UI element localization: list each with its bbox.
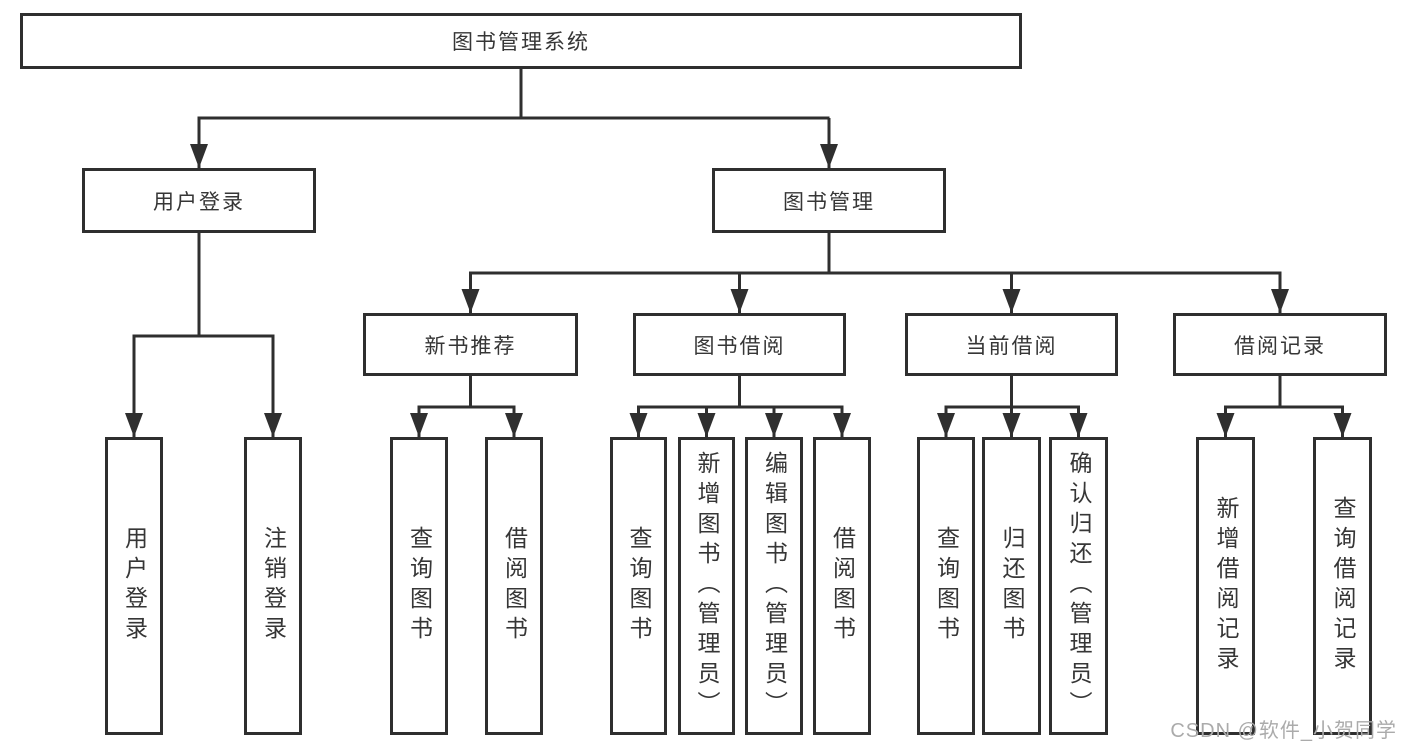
leaf-label: 查询图书 (933, 526, 960, 646)
node-label: 图书管理系统 (452, 31, 590, 54)
node-user-login: 用户登录 (82, 168, 316, 233)
leaf-label: 查询图书 (626, 526, 652, 646)
node-label: 借阅记录 (1234, 334, 1326, 358)
node-book-management: 图书管理 (712, 168, 946, 233)
leaf-edit-books-admin: 编辑图书（管理员） (745, 437, 803, 735)
leaf-label: 新增借阅记录 (1213, 496, 1239, 676)
csdn-watermark: CSDN @软件_小贺同学 (1170, 720, 1397, 742)
leaf-label: 查询图书 (406, 526, 433, 646)
node-book-borrow: 图书借阅 (633, 313, 846, 376)
node-label: 图书借阅 (693, 334, 786, 358)
leaf-label: 编辑图书（管理员） (761, 451, 788, 721)
leaf-label: 新增图书（管理员） (694, 451, 720, 721)
leaf-query-books-current: 查询图书 (917, 437, 975, 735)
node-label: 新书推荐 (424, 334, 517, 358)
leaf-borrow-books-recommend: 借阅图书 (485, 437, 543, 735)
leaf-return-books: 归还图书 (982, 437, 1041, 735)
leaf-label: 归还图书 (999, 526, 1025, 646)
leaf-borrow-books: 借阅图书 (813, 437, 871, 735)
leaf-query-books-borrow: 查询图书 (610, 437, 667, 735)
node-label: 用户登录 (153, 190, 245, 214)
leaf-user-login: 用户登录 (105, 437, 163, 735)
node-new-book-recommend: 新书推荐 (363, 313, 578, 376)
leaf-label: 用户登录 (121, 526, 148, 646)
leaf-label: 注销登录 (260, 526, 287, 646)
node-current-borrow: 当前借阅 (905, 313, 1118, 376)
node-label: 当前借阅 (965, 334, 1058, 358)
leaf-query-books-recommend: 查询图书 (390, 437, 448, 735)
leaf-query-borrow-record: 查询借阅记录 (1313, 437, 1372, 735)
node-label: 图书管理 (783, 190, 875, 214)
node-library-management-system: 图书管理系统 (20, 13, 1022, 69)
leaf-add-borrow-record: 新增借阅记录 (1196, 437, 1255, 735)
leaf-add-books-admin: 新增图书（管理员） (678, 437, 735, 735)
leaf-label: 借阅图书 (501, 526, 528, 646)
leaf-logout: 注销登录 (244, 437, 302, 735)
leaf-label: 查询借阅记录 (1330, 496, 1356, 676)
node-borrow-records: 借阅记录 (1173, 313, 1387, 376)
leaf-label: 确认归还（管理员） (1066, 451, 1092, 721)
leaf-label: 借阅图书 (829, 526, 856, 646)
leaf-confirm-return-admin: 确认归还（管理员） (1049, 437, 1108, 735)
